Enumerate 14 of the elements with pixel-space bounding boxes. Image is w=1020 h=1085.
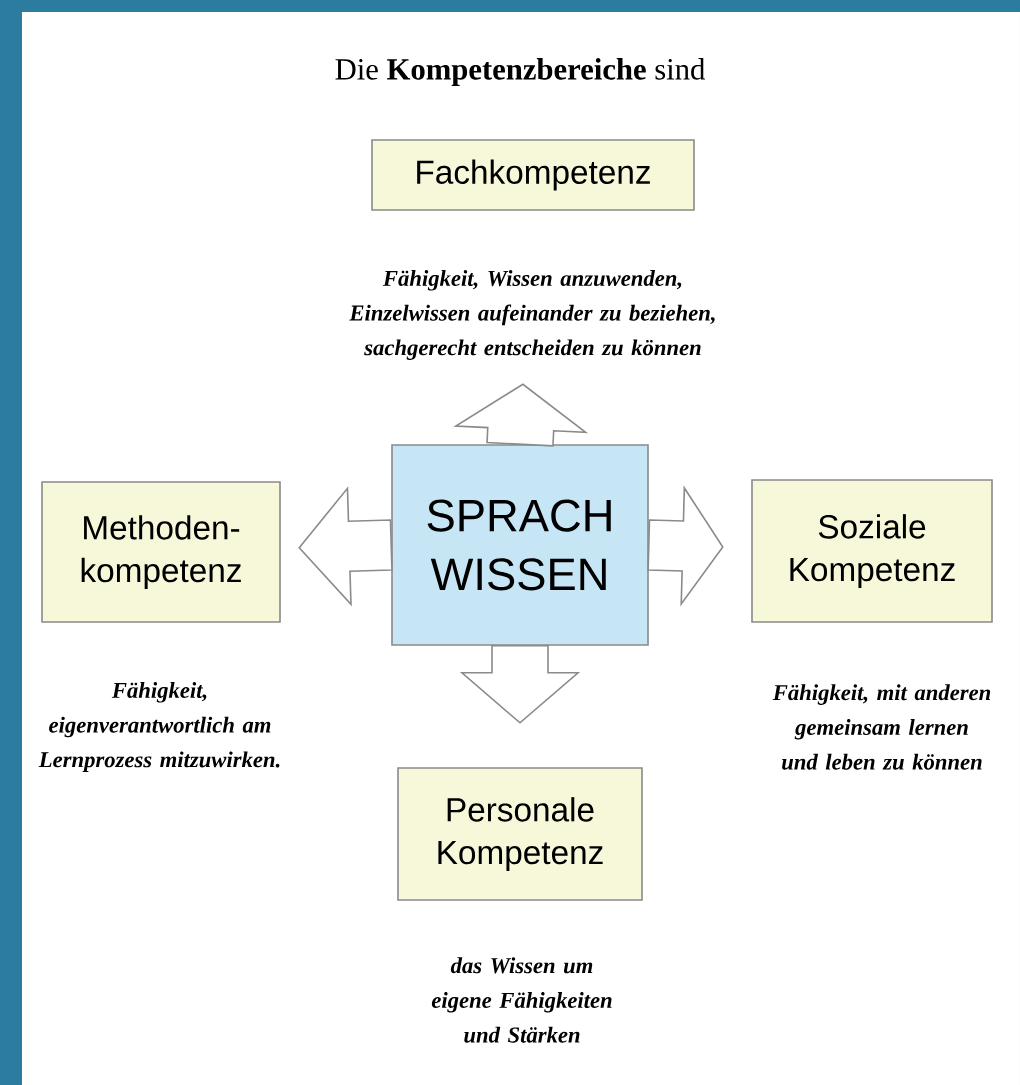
competence-box: Personale Kompetenz	[397, 767, 643, 901]
description-text: Fähigkeit, Wissen anzuwenden, Einzelwissen aufeinander zu beziehen, sachgerecht entscheiden zu können	[349, 270, 715, 360]
description-text: Fähigkeit, mit anderen gemeinsam lernen und leben zu können	[772, 684, 991, 770]
block-arrow	[453, 383, 589, 447]
competence-box: Soziale Kompetenz	[751, 479, 993, 623]
competence-box: Fachkompetenz	[371, 139, 695, 211]
block-arrow	[647, 485, 724, 607]
description-text: Fähigkeit, eigenverantwortlich am Lernprozess mitzuwirken.	[38, 682, 280, 772]
block-arrow	[459, 645, 581, 724]
block-arrow	[298, 486, 393, 607]
description-text: das Wissen um eigene Fähigkeiten und Stärken	[431, 957, 612, 1043]
title: Die Kompetenzbereiche sind	[335, 58, 705, 86]
competence-box: Methoden- kompetenz	[41, 481, 281, 623]
center-box: SPRACH WISSEN	[391, 444, 649, 646]
